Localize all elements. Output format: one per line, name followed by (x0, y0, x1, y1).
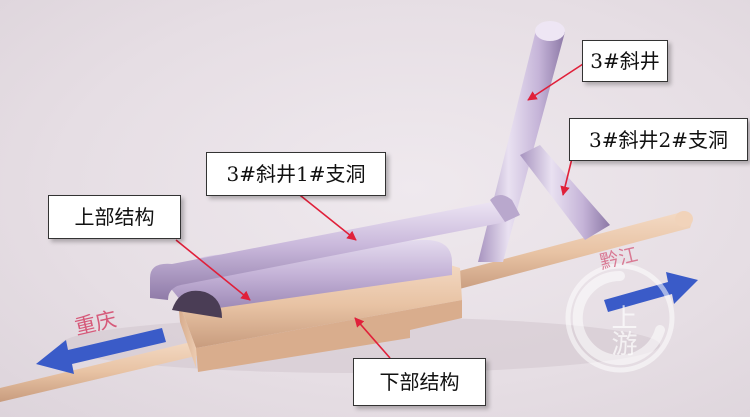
base-tunnel-left (0, 341, 200, 402)
label-shaft3-branch1: 3#斜井1#支洞 (206, 152, 386, 196)
label-shaft3-branch2: 3#斜井2#支洞 (569, 118, 748, 161)
shaft3-top (535, 21, 565, 41)
pointer-lower (354, 317, 391, 359)
watermark-logo (565, 263, 675, 373)
label-upper-structure: 上部结构 (48, 195, 181, 239)
shaft3-branch1-tube (150, 201, 512, 300)
pointer-branch1 (295, 191, 357, 241)
base-tunnel-end (675, 211, 693, 227)
watermark-text: 上游 (607, 304, 637, 356)
lower-structure-side (196, 300, 462, 372)
base-tunnel-right (440, 212, 692, 292)
label-lower-structure: 下部结构 (353, 358, 486, 406)
label-shaft3: 3#斜井 (582, 40, 668, 82)
pointer-upper (175, 239, 251, 301)
arrow-to-chongqing (36, 328, 166, 374)
shaft3-branch1-link (490, 195, 520, 222)
arrow-to-qianjiang (604, 272, 698, 312)
lower-structure-front (178, 300, 196, 368)
shaft3-tube (478, 25, 565, 263)
upper-structure-opening (172, 290, 222, 318)
pointer-shaft3 (527, 63, 584, 101)
